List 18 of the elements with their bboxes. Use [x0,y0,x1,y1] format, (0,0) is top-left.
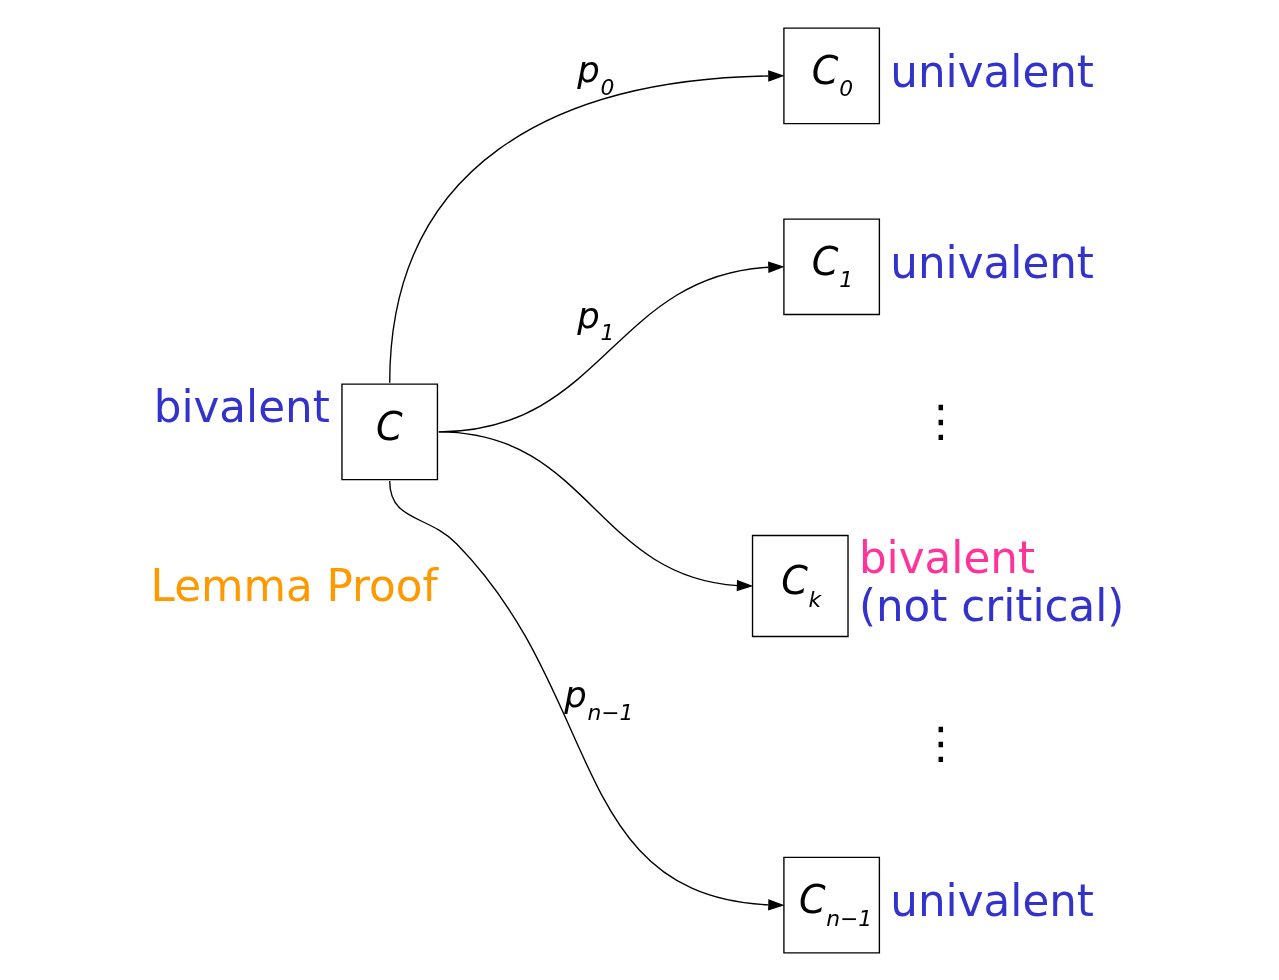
node-box: C [340,382,438,480]
node-box: C$_{k}$ [751,534,849,637]
edge-label: p$_{0}$ [576,48,614,100]
arrow [437,430,753,591]
node-box: C$_{0}$ [782,26,880,124]
node-label: univalent [889,236,1094,288]
arrow [388,479,785,911]
edge-label: p$_{n−1}$ [563,673,633,725]
node-label: univalent [889,874,1094,926]
node-box: C$_{n−1}$ [782,856,880,954]
node-label: bivalent [153,380,330,432]
node-label: univalent [889,45,1094,97]
node-box: C$_{1}$ [782,217,880,315]
label: ⋮ [918,716,963,768]
arrow [388,69,785,383]
label: Lemma Proof [150,559,438,611]
label: ⋮ [918,394,963,446]
edge-label: p$_{1}$ [576,294,614,345]
